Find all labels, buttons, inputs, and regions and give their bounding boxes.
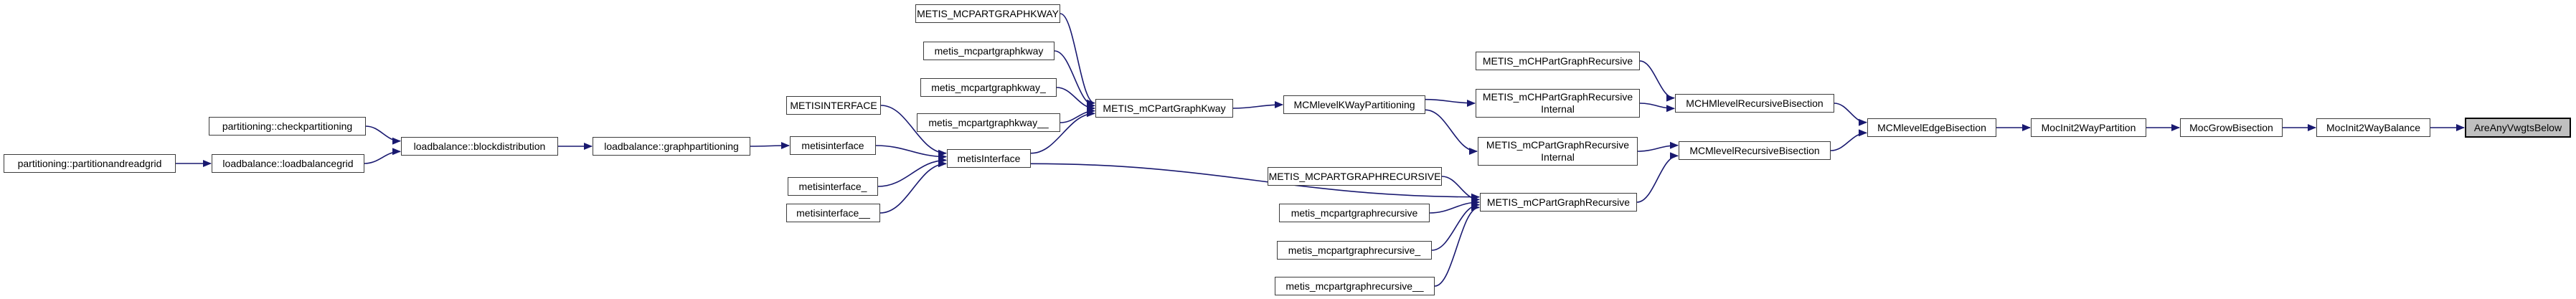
graph-node-moc-init2way-partition[interactable]: MocInit2WayPartition: [2031, 118, 2146, 137]
graph-node-metis-mcpartgraphkway-core[interactable]: METIS_mCPartGraphKway: [1095, 99, 1233, 118]
graph-node-kway-u1[interactable]: metis_mcpartgraphkway_: [920, 78, 1057, 97]
graph-node-mcm-edge-bisection[interactable]: MCMlevelEdgeBisection: [1867, 118, 1996, 137]
edge-mchm-recursive-bisection-to-mcm-edge-bisection: [1834, 103, 1867, 126]
edge-rec-caps-to-metis-mcpartgraphrecursive-core: [1441, 176, 1480, 204]
edge-rec-u1-to-metis-mcpartgraphrecursive-core: [1431, 201, 1480, 251]
graph-node-rec-u2[interactable]: metis_mcpartgraphrecursive__: [1275, 277, 1435, 295]
graph-node-partitionandreadgrid[interactable]: partitioning::partitionandreadgrid: [4, 154, 176, 173]
graph-node-metis-mcpartgraphrecursive-core[interactable]: METIS_mCPartGraphRecursive: [1480, 193, 1637, 212]
graph-node-kway[interactable]: metis_mcpartgraphkway: [923, 42, 1055, 60]
graph-node-graphpartitioning[interactable]: loadbalance::graphpartitioning: [593, 137, 750, 156]
graph-node-metis-interface-core[interactable]: metisInterface: [947, 149, 1031, 168]
edge-metis-mcpartgraphrecursive-core-to-mcm-recursive-bisection: [1636, 152, 1679, 203]
graph-node-rec-caps[interactable]: METIS_MCPARTGRAPHRECURSIVE: [1268, 167, 1442, 186]
graph-node-kway-u2[interactable]: metis_mcpartgraphkway__: [917, 113, 1060, 132]
graph-node-mcmlevel-kway-partitioning[interactable]: MCMlevelKWayPartitioning: [1283, 95, 1425, 114]
edge-mch-recursive-to-mchm-recursive-bisection: [1639, 60, 1675, 102]
graph-node-mch-recursive-internal[interactable]: METIS_mCHPartGraphRecursive Internal: [1476, 89, 1640, 118]
edge-rec-to-metis-mcpartgraphrecursive-core: [1429, 199, 1480, 214]
edge-loadbalancegrid-to-blockdistribution: [364, 148, 401, 164]
graph-node-moc-grow-bisection[interactable]: MocGrowBisection: [2180, 118, 2283, 137]
edge-metisinterface-to-metis-interface-core: [875, 145, 947, 161]
edge-kway-caps-to-metis-mcpartgraphkway-core: [1060, 13, 1095, 107]
edge-mcmlevel-kway-partitioning-to-mch-recursive-internal: [1425, 98, 1476, 107]
graph-node-rec-u1[interactable]: metis_mcpartgraphrecursive_: [1277, 241, 1432, 260]
graph-node-blockdistribution[interactable]: loadbalance::blockdistribution: [401, 137, 558, 156]
edge-mcm-recursive-bisection-to-mcm-edge-bisection: [1830, 129, 1867, 151]
graph-node-loadbalancegrid[interactable]: loadbalance::loadbalancegrid: [212, 154, 364, 173]
edge-metisinterface-u2-to-metis-interface-core: [879, 160, 947, 214]
edge-mcmlevel-kway-partitioning-to-mc-recursive-internal: [1425, 109, 1478, 155]
graph-node-mcm-recursive-bisection[interactable]: MCMlevelRecursiveBisection: [1679, 141, 1831, 160]
graph-node-are-any-vwgts-below: AreAnyVwgtsBelow: [2465, 118, 2571, 138]
edge-metisinterface-u1-to-metis-interface-core: [877, 156, 947, 187]
graph-node-metisinterface-u2[interactable]: metisinterface__: [786, 204, 880, 222]
graph-node-rec[interactable]: metis_mcpartgraphrecursive: [1279, 204, 1430, 222]
graph-node-mc-recursive-internal[interactable]: METIS_mCPartGraphRecursive Internal: [1478, 137, 1638, 166]
edge-kway-to-metis-mcpartgraphkway-core: [1054, 50, 1095, 110]
edge-checkpartitioning-to-blockdistribution: [365, 125, 401, 145]
edge-metis-mcpartgraphkway-core-to-mcmlevel-kway-partitioning: [1232, 101, 1283, 109]
graph-node-moc-init2way-balance[interactable]: MocInit2WayBalance: [2316, 118, 2430, 137]
graph-node-mchm-recursive-bisection[interactable]: MCHMlevelRecursiveBisection: [1675, 94, 1834, 113]
graph-node-kway-caps[interactable]: METIS_MCPARTGRAPHKWAY: [915, 4, 1060, 23]
edge-kway-u1-to-metis-mcpartgraphkway-core: [1056, 87, 1095, 112]
edge-kway-u2-to-metis-mcpartgraphkway-core: [1060, 107, 1095, 123]
graph-node-checkpartitioning[interactable]: partitioning::checkpartitioning: [209, 117, 366, 136]
edge-mch-recursive-internal-to-mchm-recursive-bisection: [1639, 103, 1675, 113]
graph-node-metisinterface[interactable]: metisinterface: [790, 136, 876, 155]
edge-rec-u2-to-metis-mcpartgraphrecursive-core: [1434, 204, 1480, 287]
graph-node-metisinterface-u1[interactable]: metisinterface_: [788, 177, 878, 196]
graph-node-metisinterface-caps[interactable]: METISINTERFACE: [786, 96, 881, 115]
graph-node-mch-recursive[interactable]: METIS_mCHPartGraphRecursive: [1476, 52, 1640, 70]
edge-mc-recursive-internal-to-mcm-recursive-bisection: [1637, 141, 1679, 152]
